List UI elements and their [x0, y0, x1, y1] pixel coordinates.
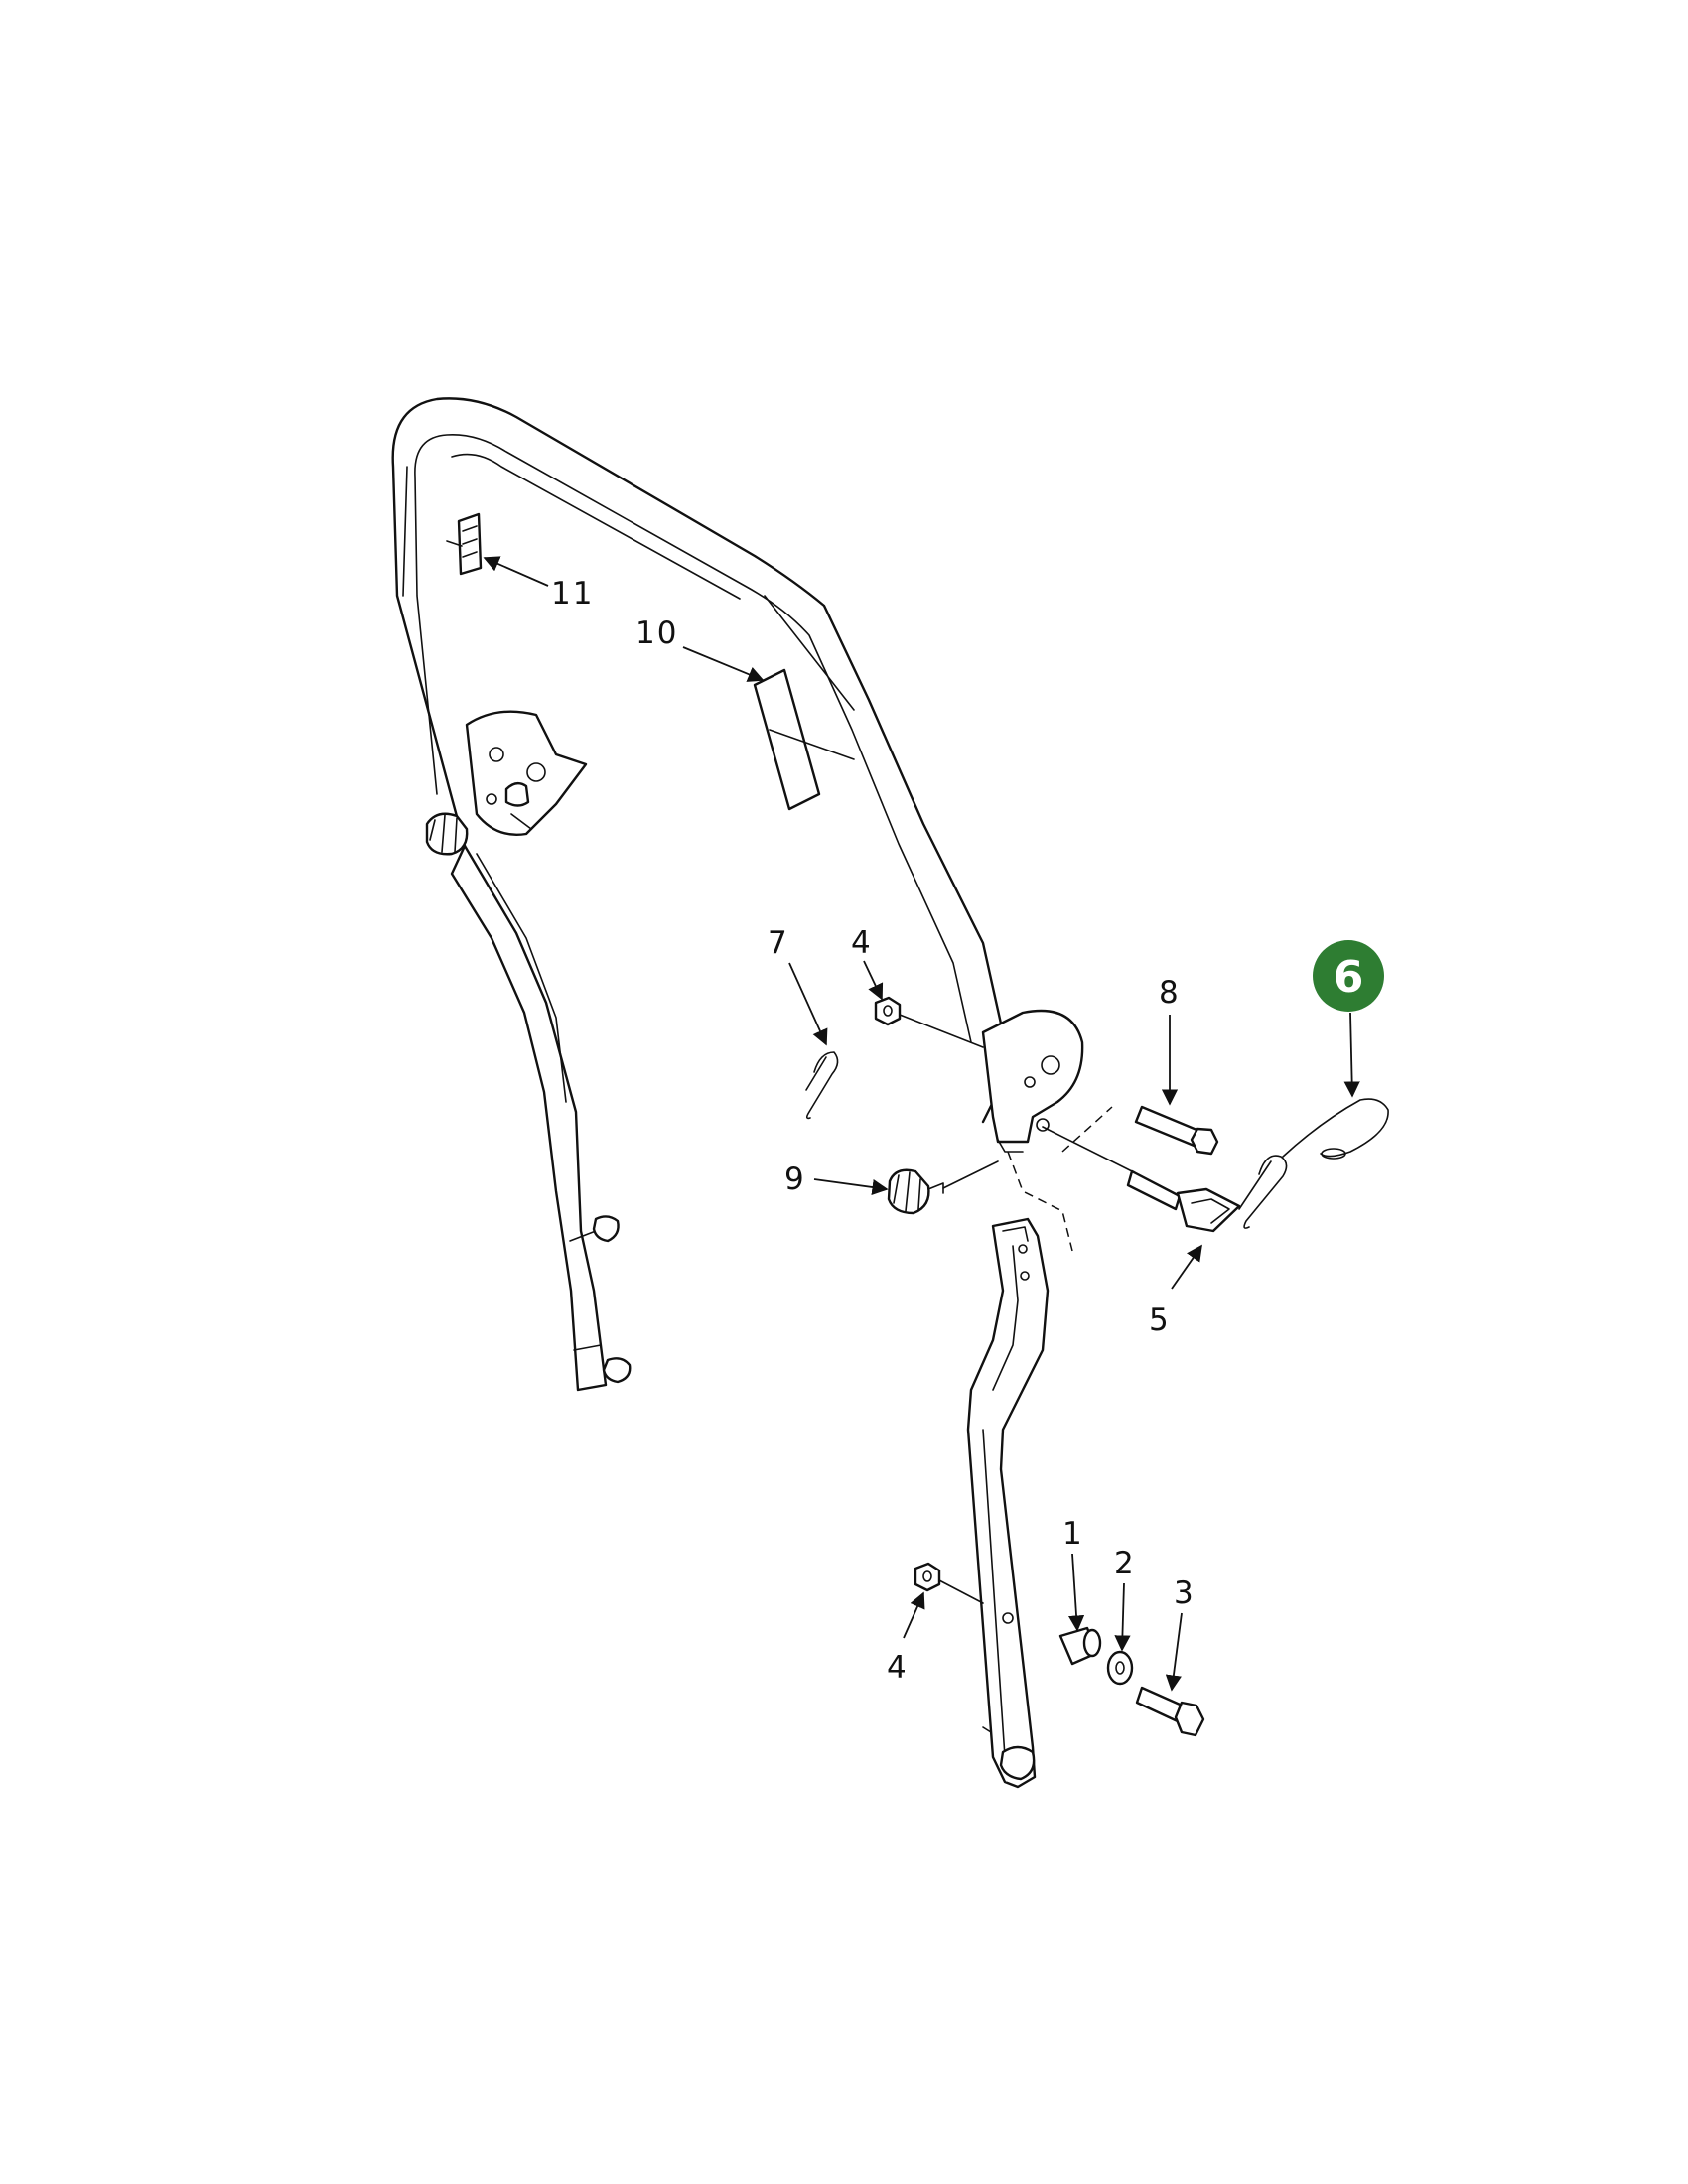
part-8-pin — [1134, 1105, 1219, 1156]
part-11-label — [446, 512, 483, 576]
callout-1: 1 — [1062, 1516, 1084, 1552]
callout-8: 8 — [1159, 975, 1181, 1011]
leader-1 — [1067, 1553, 1085, 1632]
assembly-line-upper — [1007, 1151, 1073, 1252]
part-4-nut-upper — [874, 996, 984, 1048]
part-1-spacer — [1058, 1626, 1102, 1666]
part-2-washer — [1106, 1650, 1134, 1686]
callout-11: 11 — [551, 576, 594, 612]
assembly-line-pin8 — [1061, 1106, 1113, 1153]
left-knob — [425, 812, 469, 856]
callout-10: 10 — [635, 615, 678, 651]
leader-9 — [813, 1178, 889, 1196]
callout-4-lower: 4 — [887, 1650, 909, 1686]
part-4-nut-lower — [914, 1562, 984, 1604]
callout-9: 9 — [784, 1161, 806, 1197]
callout-7: 7 — [768, 925, 789, 961]
leader-4-upper — [863, 960, 884, 1001]
part-3-bolt — [1135, 1686, 1205, 1737]
callout-5: 5 — [1149, 1302, 1171, 1338]
callout-6-badge — [1313, 940, 1384, 1012]
lower-handle-tube — [966, 1217, 1050, 1789]
leader-5 — [1171, 1244, 1202, 1290]
leader-6 — [1343, 1012, 1360, 1098]
leader-4-lower — [903, 1591, 925, 1639]
leader-2 — [1114, 1582, 1131, 1652]
callout-3: 3 — [1174, 1575, 1196, 1611]
leader-10 — [682, 646, 765, 682]
part-7-cotter-pin — [805, 1051, 839, 1120]
part-5-lynch-pin — [1042, 1126, 1241, 1233]
leader-3 — [1165, 1612, 1183, 1692]
callout-6: 6 — [1334, 952, 1364, 1003]
part-9-knob — [887, 1160, 999, 1215]
part-6-hairpin-clip — [1238, 1098, 1389, 1229]
part-10-decal — [753, 668, 855, 811]
callout-2: 2 — [1114, 1546, 1136, 1581]
upper-handle — [391, 397, 1084, 1392]
leader-7 — [788, 962, 828, 1046]
callout-4-upper: 4 — [851, 925, 873, 961]
leader-11 — [483, 556, 549, 587]
